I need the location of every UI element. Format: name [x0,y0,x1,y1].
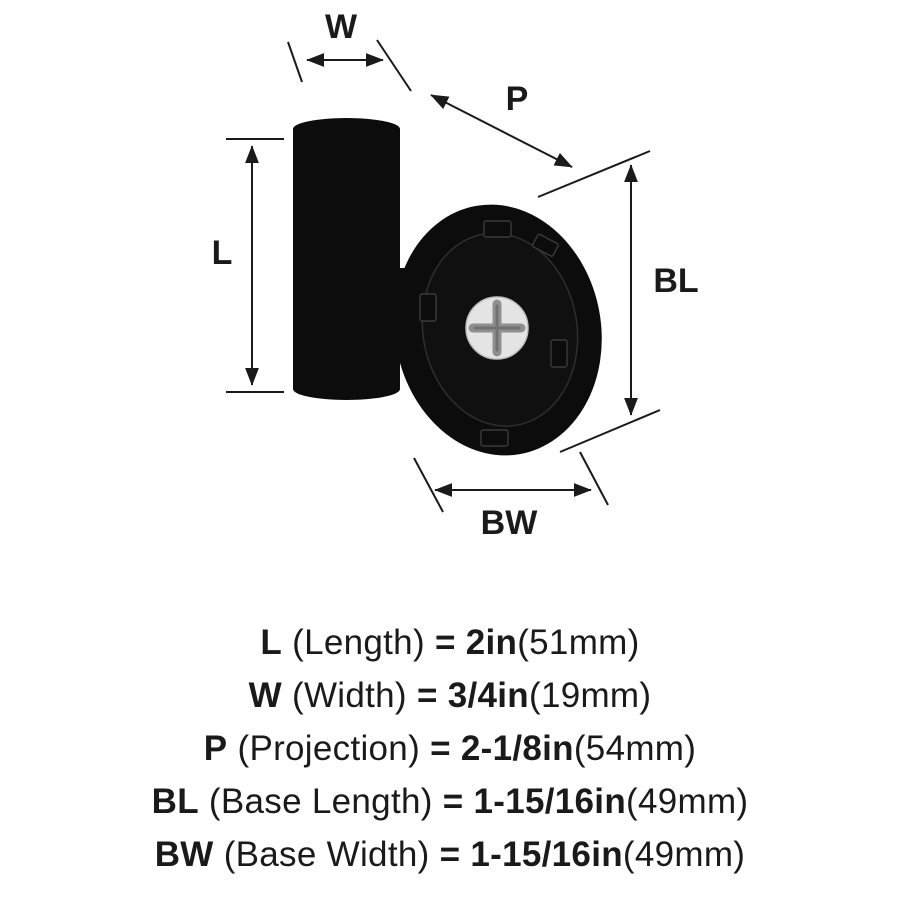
hook-dimension-diagram: W P L BL BW [212,8,699,542]
spec-row-length: L (Length) = 2in(51mm) [0,616,900,669]
dim-w-ext-left [287,41,303,83]
spec-value: 2in [465,623,518,662]
spec-symbol: W [248,676,282,715]
spec-metric: (54mm) [573,729,697,768]
spec-row-projection: P (Projection) = 2-1/8in(54mm) [0,722,900,775]
hook-base-tabs [419,220,568,447]
dim-bw-ext-left [413,457,444,513]
spec-equals: = [434,623,456,662]
dim-label-p: P [506,80,529,118]
spec-value: 1-15/16in [473,782,627,821]
base-tab [419,293,437,322]
dim-label-bl: BL [653,262,698,300]
spec-equals: = [442,782,464,821]
spec-name: (Width) [292,676,407,715]
screw-phillips-slot-inner [473,304,521,352]
dim-label-l: L [212,234,233,272]
dim-bl-ext-bottom [559,409,661,453]
spec-row-width: W (Width) = 3/4in(19mm) [0,669,900,722]
dimension-lines [226,39,661,513]
spec-name: (Base Width) [223,835,430,874]
hook-product [293,118,602,456]
spec-name: (Base Length) [208,782,433,821]
spec-metric: (49mm) [622,835,746,874]
spec-equals: = [430,729,451,768]
spec-list: L (Length) = 2in(51mm) W (Width) = 3/4in… [0,616,900,881]
dim-p [430,94,573,168]
dim-w [287,39,412,92]
base-tab [532,233,559,257]
spec-name: (Projection) [237,729,421,768]
dim-label-w: W [325,8,358,46]
spec-row-base-length: BL (Base Length) = 1-15/16in(49mm) [0,775,900,828]
base-tab [480,429,509,447]
spec-value: 2-1/8in [460,729,574,768]
spec-metric: (19mm) [528,676,652,715]
spec-symbol: P [203,729,228,768]
screw-icon [465,296,529,360]
dim-bw-ext-right [579,451,609,506]
spec-equals: = [416,676,438,715]
spec-value: 1-15/16in [470,835,623,874]
base-tab [483,220,512,238]
dim-label-bw: BW [481,504,539,542]
dim-p-line [430,94,573,168]
spec-symbol: L [260,623,283,662]
base-tab [550,339,568,368]
spec-name: (Length) [292,623,425,662]
spec-symbol: BW [154,835,214,874]
dim-bw [413,451,609,513]
dim-w-ext-right [376,39,412,92]
spec-equals: = [439,835,461,874]
spec-symbol: BL [151,782,199,821]
dim-bl [537,150,661,453]
dim-l [226,138,284,393]
spec-metric: (49mm) [626,782,749,821]
hook-post [293,118,400,400]
spec-row-base-width: BW (Base Width) = 1-15/16in(49mm) [0,828,900,881]
spec-metric: (51mm) [517,623,640,662]
dim-bl-ext-top [537,150,651,198]
spec-value: 3/4in [447,676,529,715]
